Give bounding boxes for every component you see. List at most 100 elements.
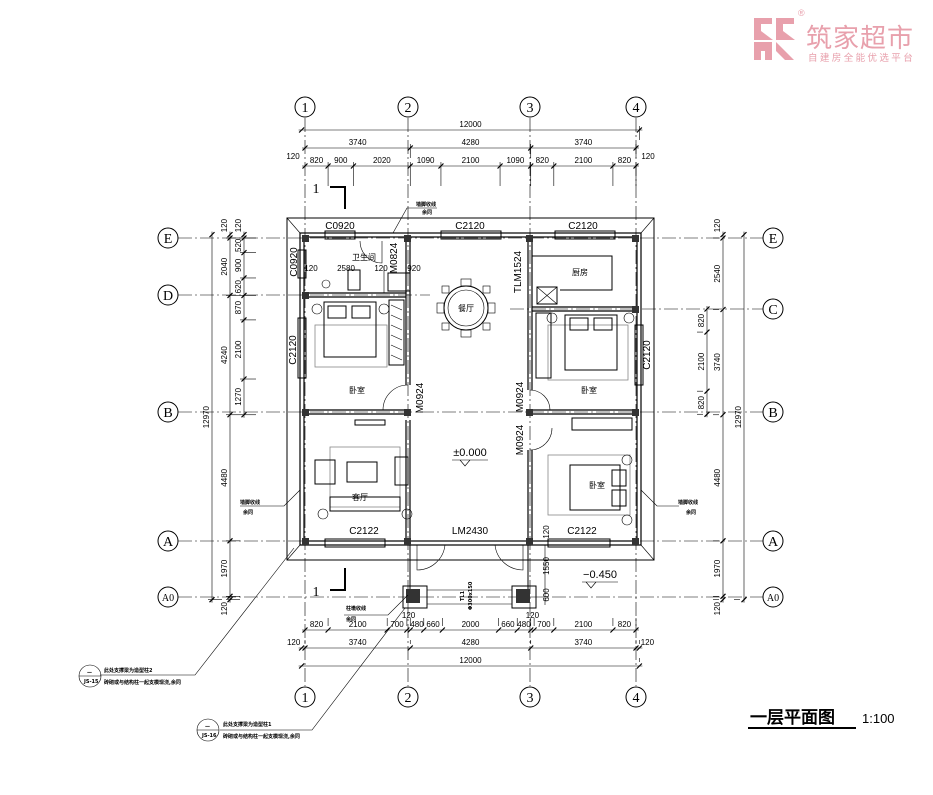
bottom_detail-label: 660 [501, 620, 515, 629]
bath-fixtures [321, 269, 411, 292]
svg-text:C: C [768, 303, 777, 318]
bottom_detail-tick [531, 627, 538, 633]
bottom_detail-label: 660 [426, 620, 440, 629]
right_sub-label: 2540 [713, 264, 722, 282]
room-label-bathroom: 卫生间 [352, 252, 376, 262]
axis-bubble-A-left: A [157, 530, 179, 552]
svg-text:Φ300x150: Φ300x150 [468, 581, 474, 610]
svg-text:2: 2 [405, 101, 412, 116]
bottom_detail-label: 700 [390, 620, 404, 629]
right_sub-label: 4480 [713, 468, 722, 486]
bottom_detail-tick [420, 627, 427, 633]
left_sub-label: 4480 [220, 468, 229, 486]
right_sub-tick [720, 596, 726, 603]
door-label-m0924-right-1: M0924 [515, 381, 526, 412]
top_detail-label: 820 [536, 156, 550, 165]
svg-text:墙脚收线: 墙脚收线 [416, 201, 436, 208]
svg-text:此处支撑梁为造型柱1: 此处支撑梁为造型柱1 [223, 721, 272, 728]
bottom_sub-tick [407, 645, 414, 651]
window-label-c2120: C2120 [568, 221, 598, 232]
svg-text:余同: 余同 [242, 509, 253, 516]
window-label-c2120: C2120 [455, 221, 485, 232]
drawing-title-text: 一层平面图 [750, 708, 835, 728]
axis-bubble-2-top: 2 [397, 96, 419, 118]
window-label-c0920: C0920 [325, 221, 355, 232]
bottom_detail-tick [514, 627, 521, 633]
room-label-bedroom-left: 卧室 [349, 385, 365, 395]
left_sub-label: 1970 [220, 559, 229, 577]
top_detail-label: 2020 [373, 156, 391, 165]
top_sub-label: 4280 [462, 138, 480, 147]
top_detail-label: 2100 [574, 156, 592, 165]
svg-text:A: A [163, 535, 174, 550]
svg-text:—: — [87, 670, 92, 676]
svg-text:TL1: TL1 [460, 590, 466, 601]
axis-bubble-3-top: 3 [519, 96, 541, 118]
bottom_detail-tick [403, 627, 410, 633]
porch-dim-a: 1550 [542, 557, 551, 575]
bottom_detail-label: 820 [618, 620, 632, 629]
right_sub-tick [720, 411, 726, 418]
bottom_detail-tick [527, 627, 534, 633]
svg-text:A: A [768, 535, 779, 550]
bed-right-bottom [547, 454, 633, 526]
left_detail-label: 120 [234, 218, 243, 232]
interior-walls [302, 235, 639, 545]
bath-dim-b: 2580 [337, 264, 355, 273]
axis-bubbles: 1 2 3 4 1 2 3 4 E D B A A0 E C B A A0 [157, 96, 784, 708]
top_total-label: 12000 [459, 120, 482, 129]
bottom_detail-label: 120 [526, 611, 540, 620]
bottom_detail-tick [439, 627, 446, 633]
level-mark-porch: −0.450 [582, 569, 618, 589]
bath-dim-c: 120 [374, 264, 388, 273]
sofa-set [314, 419, 413, 520]
svg-text:砖砌或与结构柱一起支模现浇,余同: 砖砌或与结构柱一起支模现浇,余同 [104, 679, 181, 686]
bottom_detail-tick [495, 627, 502, 633]
right_sub-tick [720, 235, 726, 241]
top_detail-label: 1090 [506, 156, 524, 165]
right_total-tick [741, 596, 747, 603]
top_detail-label: 820 [310, 156, 324, 165]
top_detail-label: 1090 [417, 156, 435, 165]
bottom_detail-label: 480 [410, 620, 424, 629]
axis-bubble-E-right: E [762, 227, 784, 249]
bed-right-top [546, 312, 635, 381]
bottom_sub-tick [633, 645, 639, 651]
bath-dim-d: 920 [407, 264, 421, 273]
window-label-c2120-right: C2120 [642, 340, 653, 370]
door-label-tlm1524: TLM1524 [513, 250, 524, 293]
right_sub-label: 120 [713, 218, 722, 232]
room-label-kitchen: 厨房 [572, 267, 588, 277]
bottom_detail-label: 480 [517, 620, 531, 629]
left_detail-label: 620 [234, 279, 243, 293]
svg-text:2: 2 [405, 691, 412, 706]
top_sub-label: 3740 [349, 138, 367, 147]
svg-text:JS-16: JS-16 [201, 733, 217, 739]
brand-logo: ® 筑家超市 自建房全能优选平台 [752, 8, 932, 66]
svg-text:砖砌或与结构柱一起支模现浇,余同: 砖砌或与结构柱一起支模现浇,余同 [223, 733, 300, 740]
svg-text:A0: A0 [767, 593, 779, 604]
right_detail-label: 2100 [697, 352, 706, 370]
furniture [311, 255, 635, 526]
svg-text:1: 1 [302, 691, 309, 706]
svg-text:4: 4 [633, 691, 640, 706]
bottom_total-tick [636, 663, 643, 669]
svg-text:E: E [164, 232, 173, 247]
logo-tagline: 自建房全能优选平台 [808, 53, 916, 64]
svg-text:1: 1 [313, 585, 320, 600]
wardrobe-left [388, 299, 405, 366]
kitchen-counter [532, 255, 613, 305]
room-label-dining: 餐厅 [458, 304, 474, 313]
left_detail-label: 2100 [234, 340, 243, 358]
axis-bubble-2-bottom: 2 [397, 686, 419, 708]
porch [402, 545, 641, 609]
bottom_detail-tick [609, 627, 616, 633]
left_detail-label: 870 [234, 300, 243, 314]
left_sub-label: 120 [220, 218, 229, 232]
level-mark-floor: ±0.000 [452, 447, 488, 467]
svg-text:4: 4 [633, 101, 640, 116]
bottom_detail-tick [407, 627, 414, 633]
